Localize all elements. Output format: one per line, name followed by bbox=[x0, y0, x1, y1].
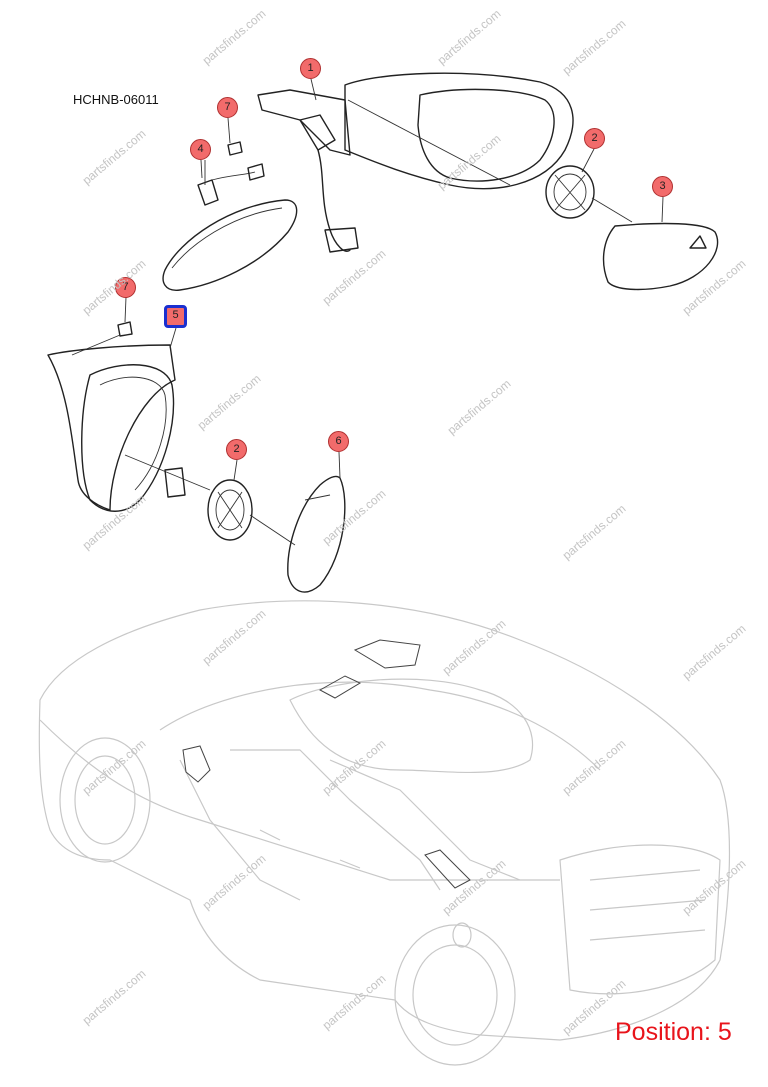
callout-1[interactable]: 1 bbox=[300, 58, 321, 79]
callout-2-top[interactable]: 2 bbox=[584, 128, 605, 149]
callout-5-selected[interactable]: 5 bbox=[164, 305, 187, 328]
car-outline bbox=[38, 600, 731, 1066]
callout-3[interactable]: 3 bbox=[652, 176, 673, 197]
mirror-glass-lower bbox=[287, 475, 346, 593]
callout-4[interactable]: 4 bbox=[190, 139, 211, 160]
callout-7-top[interactable]: 7 bbox=[217, 97, 238, 118]
diagram-code: HCHNB-06011 bbox=[73, 92, 159, 107]
mirror-cover bbox=[47, 321, 211, 512]
callout-2-lower[interactable]: 2 bbox=[226, 439, 247, 460]
callout-7-left[interactable]: 7 bbox=[115, 277, 136, 298]
mirror-assembly-top bbox=[257, 72, 719, 291]
rearview-mirror bbox=[162, 141, 298, 291]
actuator-lower bbox=[207, 479, 296, 546]
leader-lines bbox=[124, 78, 664, 481]
callout-6[interactable]: 6 bbox=[328, 431, 349, 452]
position-label: Position: 5 bbox=[615, 1018, 732, 1046]
